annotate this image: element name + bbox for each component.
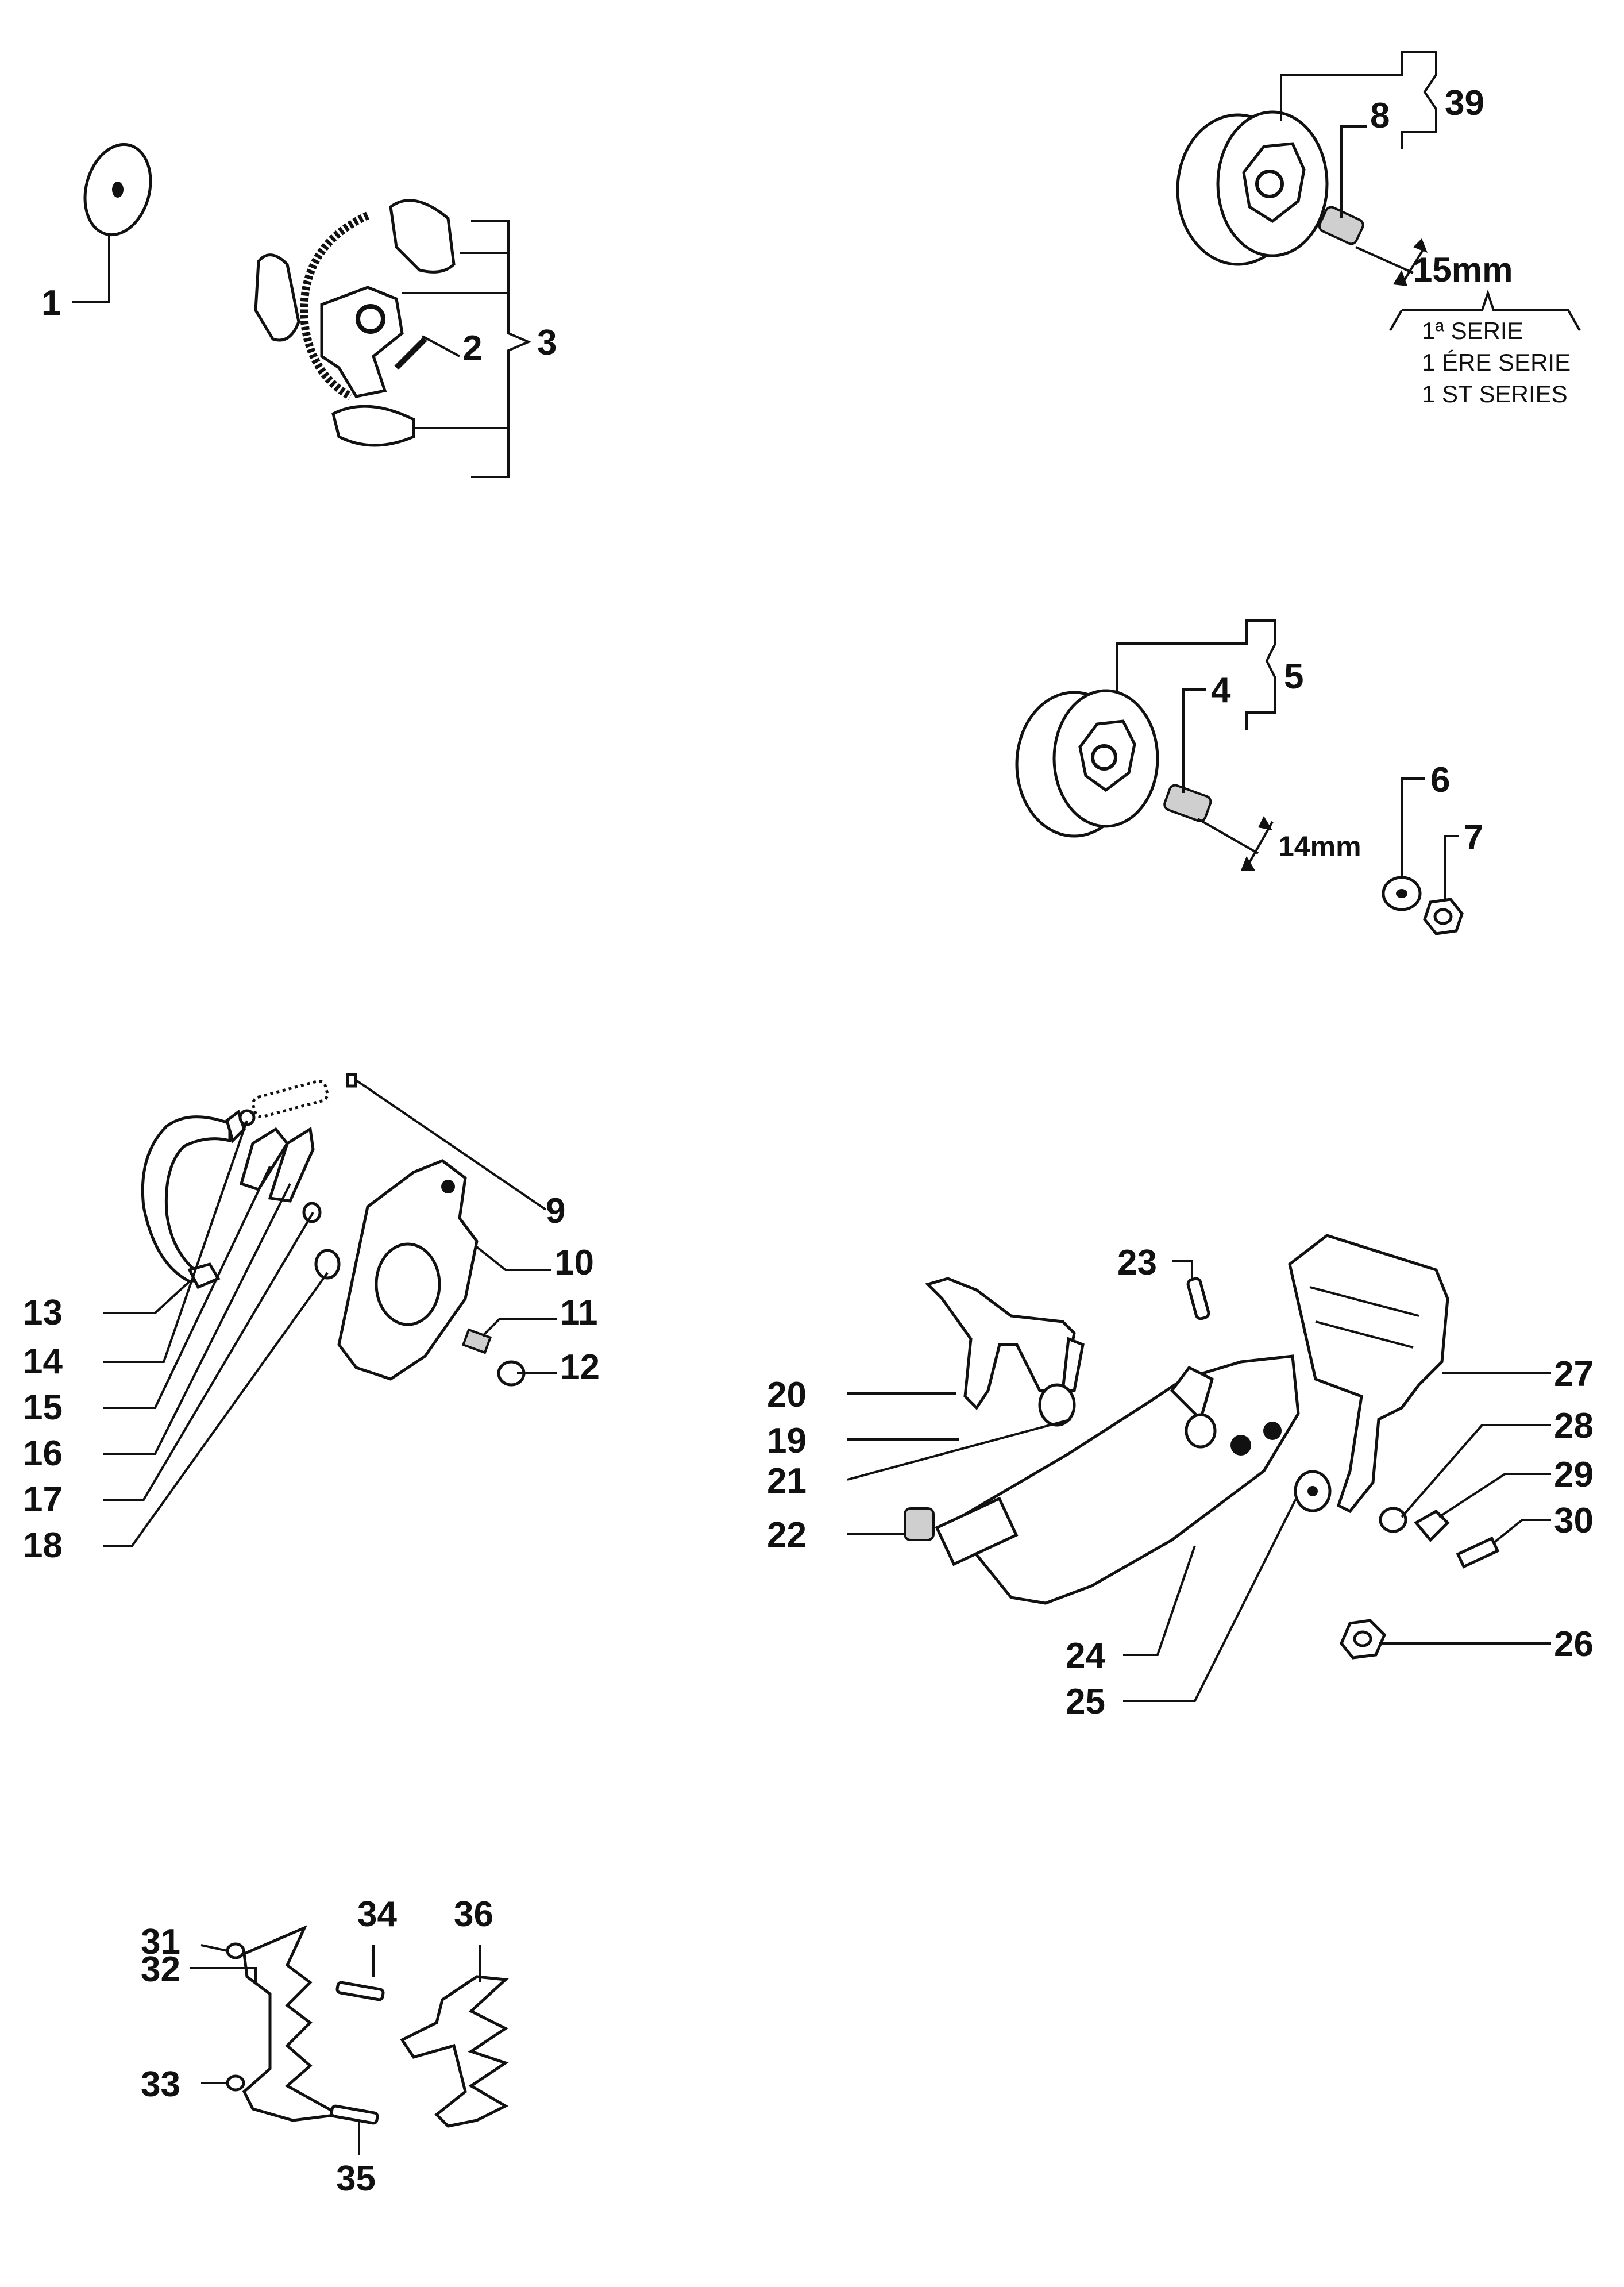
label-17: 17 — [23, 1480, 63, 1519]
label-19: 19 — [767, 1421, 807, 1461]
label-13: 13 — [23, 1293, 63, 1333]
label-24: 24 — [1066, 1636, 1105, 1676]
label-4: 4 — [1211, 671, 1231, 710]
label-27: 27 — [1554, 1354, 1594, 1394]
label-11: 11 — [560, 1293, 598, 1333]
label-31: 31 — [141, 1922, 180, 1962]
label-25: 25 — [1066, 1682, 1105, 1722]
label-10: 10 — [554, 1243, 594, 1283]
part-6-washer — [1382, 777, 1425, 911]
part-7-nut — [1423, 835, 1464, 935]
dimension-callouts: 15mm 14mm — [1278, 251, 1513, 863]
part-labels: 1 2 3 39 8 5 4 6 7 9 10 11 12 13 14 15 1… — [23, 83, 1594, 2199]
label-32: 32 — [141, 1950, 180, 1989]
chain-cover-group — [847, 1234, 1551, 1702]
label-6: 6 — [1430, 760, 1450, 800]
label-15: 15 — [23, 1388, 63, 1427]
label-39: 39 — [1445, 83, 1484, 123]
label-28: 28 — [1554, 1406, 1594, 1446]
series-note: 1ª SERIE 1 ÉRE SERIE 1 ST SERIES — [1422, 317, 1571, 407]
label-35: 35 — [336, 2159, 376, 2199]
part-1-washer — [72, 143, 152, 303]
series-note-fr: 1 ÉRE SERIE — [1422, 349, 1571, 376]
label-26: 26 — [1554, 1624, 1594, 1664]
clutch-group — [72, 143, 532, 478]
label-14: 14 — [23, 1342, 63, 1381]
drum-group-39 — [1176, 51, 1581, 331]
label-22: 22 — [767, 1515, 807, 1555]
series-note-en: 1 ST SERIES — [1422, 380, 1568, 407]
label-20: 20 — [767, 1375, 807, 1415]
brake-group — [103, 1073, 557, 1547]
series-note-it: 1ª SERIE — [1422, 317, 1523, 344]
spike-group — [190, 1925, 509, 2155]
label-5: 5 — [1284, 657, 1303, 696]
label-21: 21 — [767, 1461, 807, 1501]
label-1: 1 — [41, 283, 61, 323]
label-29: 29 — [1554, 1455, 1594, 1495]
label-16: 16 — [23, 1434, 63, 1473]
label-2: 2 — [462, 329, 482, 368]
label-23: 23 — [1117, 1243, 1157, 1283]
label-7: 7 — [1464, 818, 1483, 857]
label-34: 34 — [357, 1895, 397, 1934]
label-9: 9 — [546, 1191, 565, 1231]
dimension-15mm: 15mm — [1413, 251, 1513, 289]
drum-group-5 — [1015, 619, 1464, 935]
label-12: 12 — [560, 1347, 600, 1387]
dimension-14mm: 14mm — [1278, 830, 1361, 863]
label-18: 18 — [23, 1526, 63, 1565]
label-33: 33 — [141, 2065, 180, 2104]
label-30: 30 — [1554, 1501, 1594, 1541]
label-36: 36 — [454, 1895, 493, 1934]
part-3-clutch-assembly — [254, 199, 532, 478]
label-8: 8 — [1370, 96, 1390, 136]
label-3: 3 — [537, 323, 557, 363]
